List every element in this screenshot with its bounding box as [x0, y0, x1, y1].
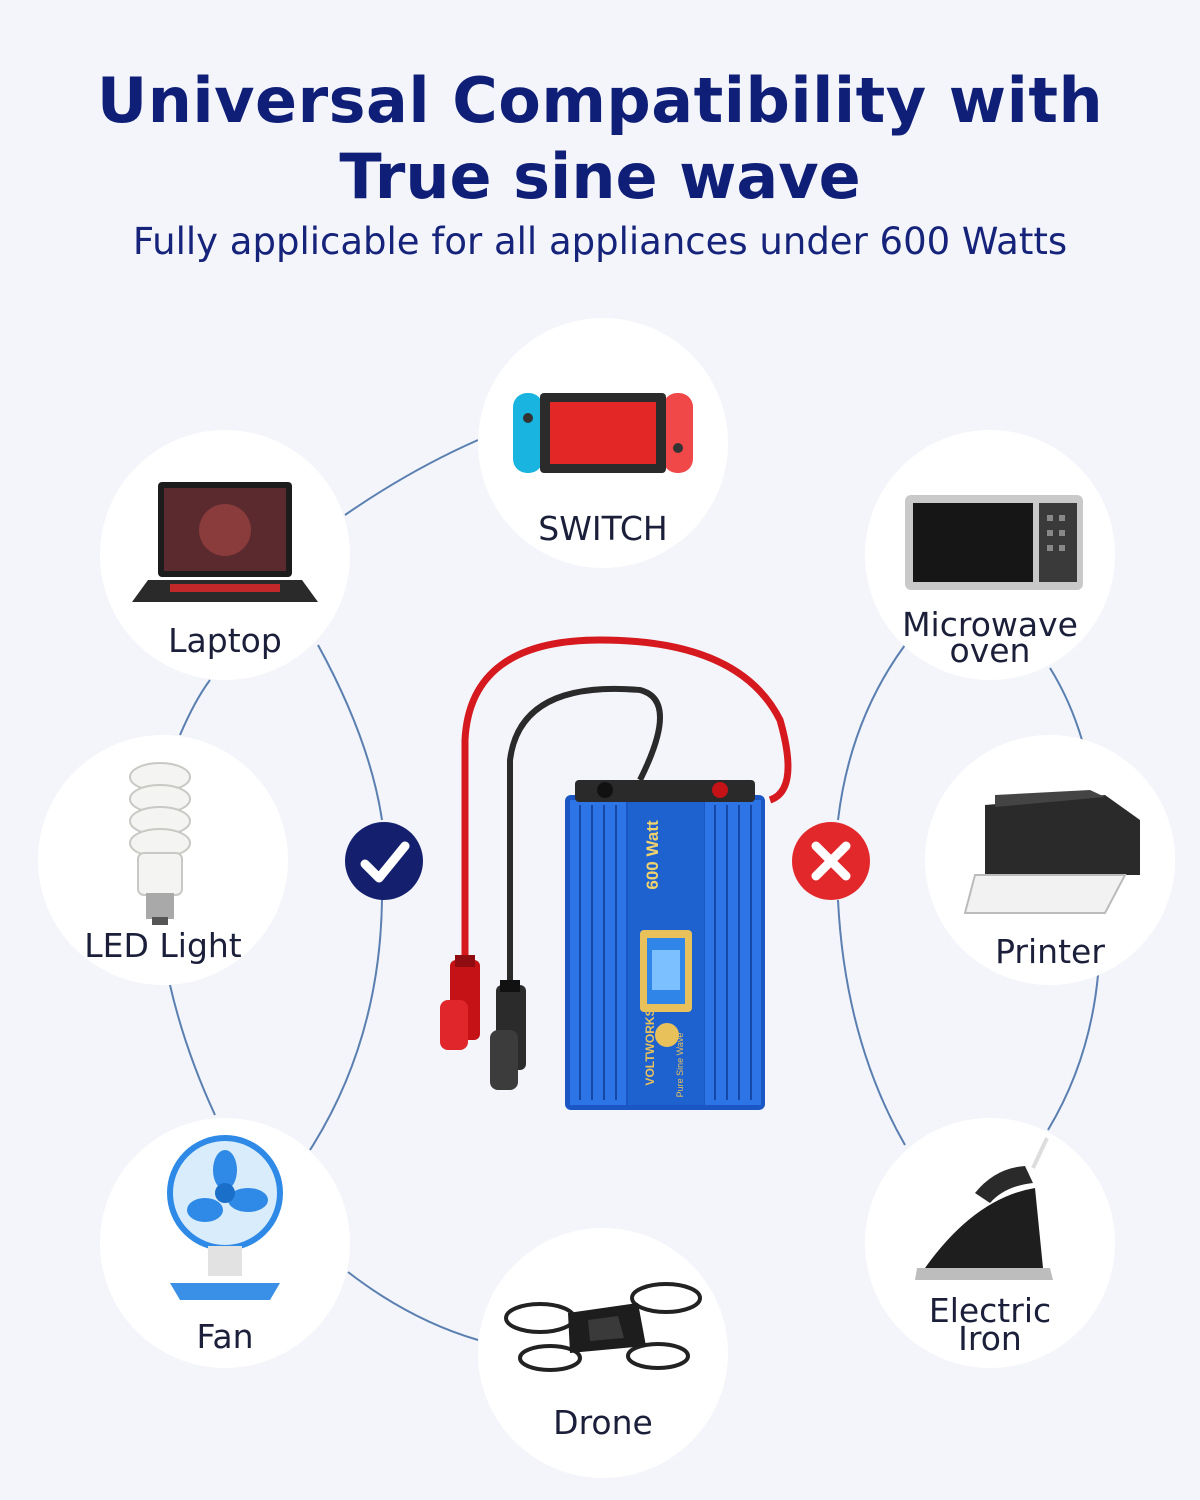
- inverter-model-label: Pure Sine Wave: [675, 1032, 685, 1098]
- cables: [461, 636, 792, 990]
- red-clamp: [440, 955, 480, 1050]
- bulb-icon: [129, 762, 191, 925]
- right-connector-arc: [837, 644, 1099, 1146]
- black-clamp: [490, 980, 526, 1090]
- title-line-1: Universal Compatibility with: [96, 64, 1104, 137]
- appliance-label: Laptop: [168, 621, 282, 660]
- compatible-badge: [345, 822, 423, 900]
- cross-icon: [811, 841, 851, 881]
- incompatible-badge: [792, 822, 870, 900]
- inverter-product: [565, 780, 765, 1110]
- appliance-label: Printer: [995, 932, 1105, 971]
- appliance-label: SWITCH: [538, 509, 668, 548]
- appliance-label-line-1: Electric: [928, 1291, 1052, 1330]
- appliance-fan: Fan: [100, 1118, 350, 1368]
- check-icon: [360, 841, 410, 883]
- appliance-electric-iron: Electric Iron: [865, 1118, 1115, 1368]
- appliance-label-line-2: Iron: [958, 1319, 1022, 1358]
- appliance-laptop: Laptop: [100, 430, 350, 680]
- subtitle: Fully applicable for all appliances unde…: [132, 220, 1068, 263]
- appliance-label-line-1: Microwave: [902, 605, 1078, 644]
- appliance-label: Drone: [553, 1403, 653, 1442]
- appliance-led-light: LED Light: [38, 735, 288, 985]
- fan-icon: [167, 1135, 283, 1300]
- microwave-icon: [905, 495, 1083, 590]
- appliance-drone: Drone: [478, 1228, 728, 1478]
- drone-icon: [504, 1282, 702, 1372]
- inverter-wattage-label: 600 Watt: [643, 820, 662, 890]
- appliance-label: LED Light: [84, 926, 242, 965]
- appliance-switch: SWITCH: [478, 318, 728, 568]
- appliance-microwave: Microwave oven: [865, 430, 1115, 680]
- iron-icon: [915, 1137, 1053, 1280]
- inverter-brand-label: VOLTWORKS: [643, 1008, 657, 1086]
- laptop-icon: [132, 482, 318, 602]
- game-console-icon: [513, 393, 693, 473]
- printer-icon: [963, 790, 1140, 914]
- title-line-2: True sine wave: [339, 140, 861, 213]
- appliance-printer: Printer: [925, 735, 1175, 985]
- appliance-label-line-2: oven: [949, 631, 1031, 670]
- left-connector-arc: [169, 439, 479, 1341]
- appliance-label: Fan: [196, 1317, 254, 1356]
